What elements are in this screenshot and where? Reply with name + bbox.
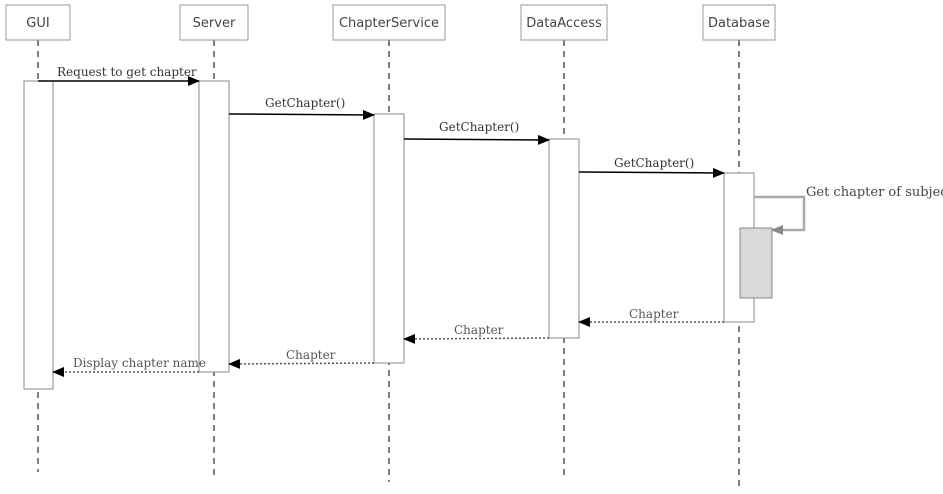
message-getchapter-3: GetChapter() xyxy=(578,156,725,178)
participant-server-label: Server xyxy=(193,16,236,31)
message-label: Request to get chapter xyxy=(57,65,197,79)
message-label: GetChapter() xyxy=(614,156,694,170)
activation-server xyxy=(198,80,230,373)
return-label: Chapter xyxy=(286,348,336,362)
message-label: GetChapter() xyxy=(439,120,519,134)
message-label: GetChapter() xyxy=(265,96,345,110)
participant-chapterservice: ChapterService xyxy=(332,4,446,41)
activation-gui xyxy=(23,80,54,390)
message-request-to-get-chapter: Request to get chapter xyxy=(38,65,200,86)
message-get-chapter-of-subject: Get chapter of subject xyxy=(754,185,943,235)
return-label: Chapter xyxy=(454,323,504,337)
message-getchapter-1: GetChapter() xyxy=(228,96,375,120)
return-label: Chapter xyxy=(629,307,679,321)
return-label: Display chapter name xyxy=(73,356,206,370)
activation-chapterservice xyxy=(373,113,405,364)
message-label: Get chapter of subject xyxy=(806,185,943,200)
message-getchapter-2: GetChapter() xyxy=(403,120,550,145)
activation-dataaccess xyxy=(548,138,580,339)
participant-gui: GUI xyxy=(5,4,71,41)
participant-server: Server xyxy=(179,4,249,41)
return-chapter-1: Chapter xyxy=(578,307,724,327)
participant-gui-label: GUI xyxy=(26,16,49,31)
participant-dataaccess: DataAccess xyxy=(520,4,608,41)
participant-dataaccess-label: DataAccess xyxy=(526,16,602,31)
activation-database-self xyxy=(739,227,773,299)
return-chapter-3: Chapter xyxy=(228,348,375,369)
participant-database-label: Database xyxy=(708,16,770,31)
participant-chapterservice-label: ChapterService xyxy=(339,16,439,31)
participant-database: Database xyxy=(702,4,776,41)
return-chapter-2: Chapter xyxy=(403,323,550,344)
return-display-chapter-name: Display chapter name xyxy=(52,356,206,377)
